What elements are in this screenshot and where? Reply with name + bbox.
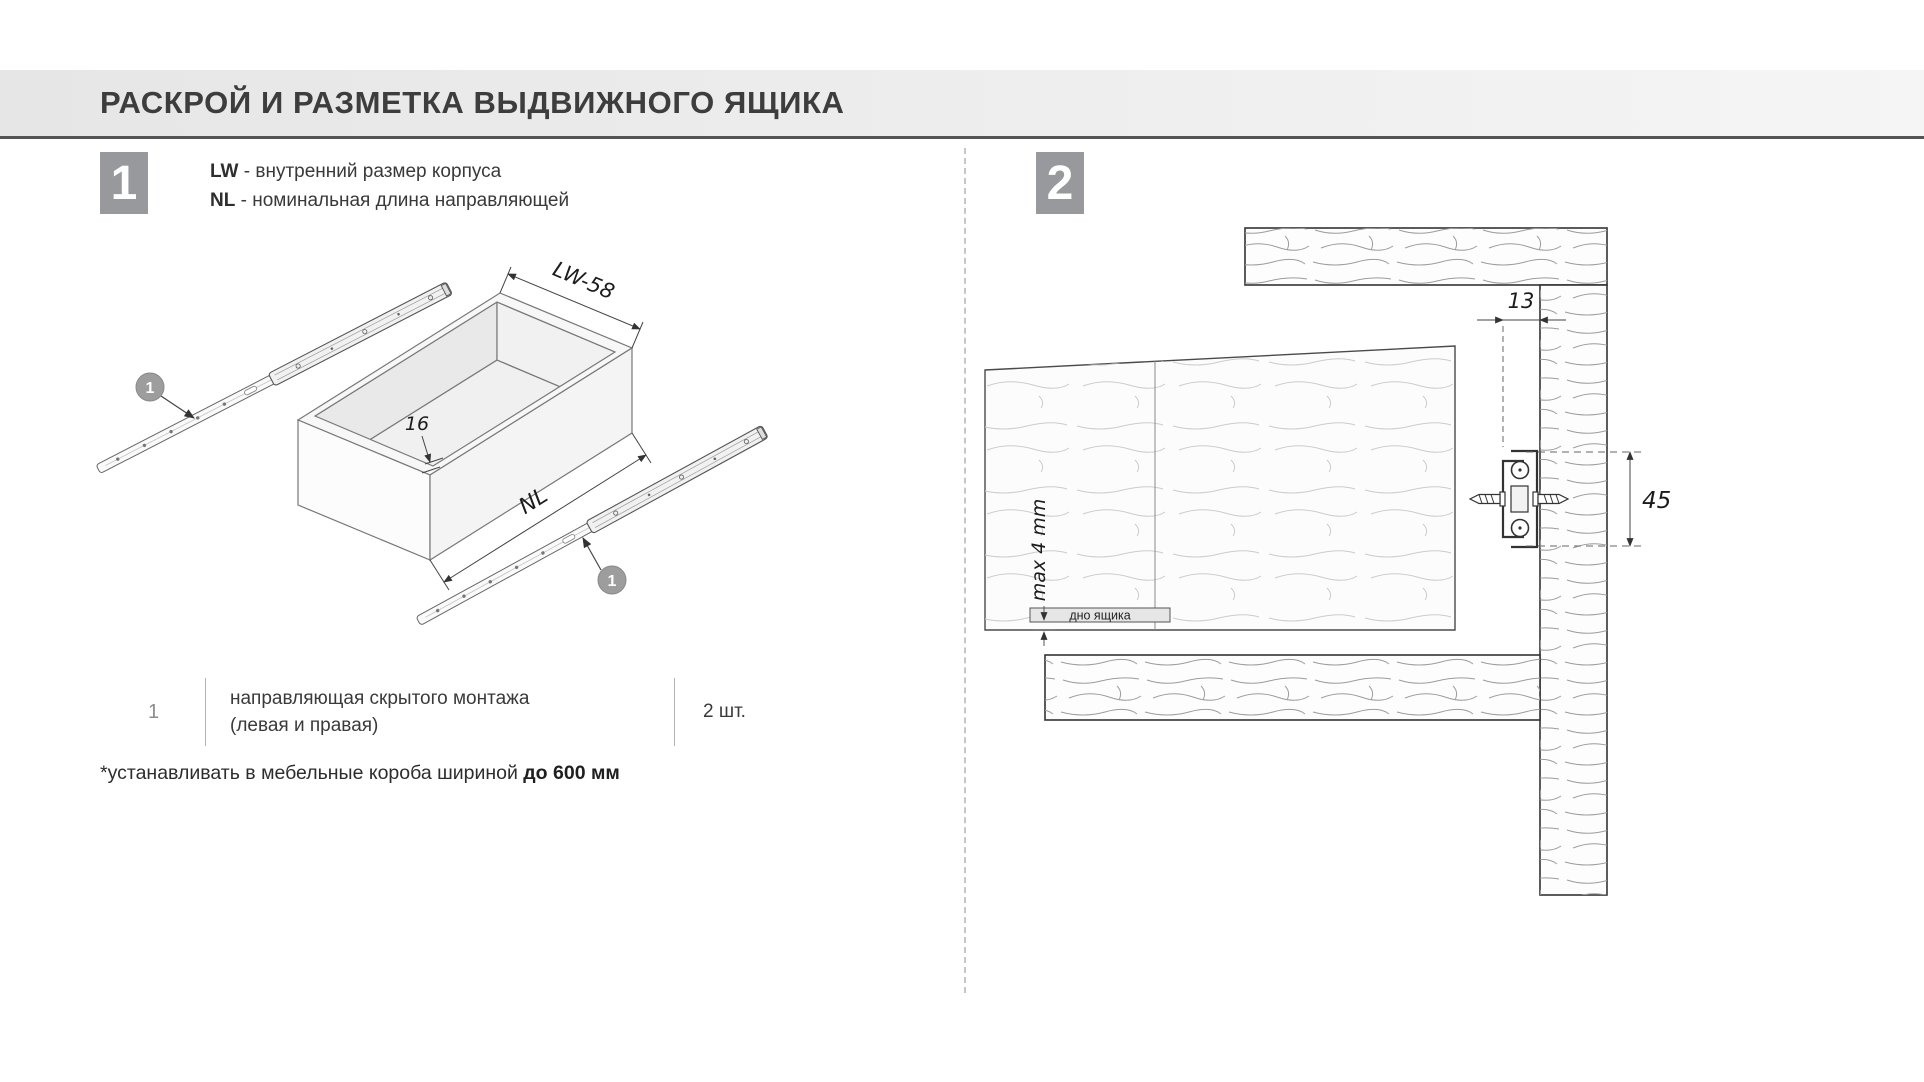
legend-line-lw: LW - внутренний размер корпуса (210, 157, 569, 186)
parts-row-name-line1: направляющая скрытого монтажа (230, 688, 530, 709)
mounting-screw-left (1469, 491, 1506, 507)
parts-row-qty: 2 шт. (703, 701, 746, 722)
dim-max-clearance (1030, 606, 1055, 646)
drawer-iso-diagram: LW-58 16 NL 1 1 (94, 257, 769, 628)
dim-label-max-clearance: max 4 mm (1028, 499, 1050, 602)
callout-marker-top: 1 (135, 372, 195, 419)
page-title: РАСКРОЙ И РАЗМЕТКА ВЫДВИЖНОГО ЯЩИКА (100, 85, 845, 120)
drawer-side-panel (984, 345, 1456, 631)
callout-marker-bottom: 1 (582, 537, 627, 595)
drawer-bottom-label: дно ящика (1069, 609, 1130, 623)
legend: LW - внутренний размер корпуса NL - номи… (210, 157, 569, 215)
parts-table: 1 направляющая скрытого монтажа (левая и… (100, 678, 774, 746)
parts-row-name-line2: (левая и правая) (230, 715, 379, 736)
footnote-bold: до 600 мм (523, 762, 620, 784)
mounting-section-diagram: дно ящика 13 45 max 4 mm (984, 227, 1671, 896)
section-1-number: 1 (100, 152, 148, 214)
footnote-text: *устанавливать в мебельные короба ширино… (100, 762, 524, 784)
cabinet-bottom-panel (1044, 654, 1541, 721)
drawer-bottom-strip: дно ящика (1029, 607, 1171, 623)
cabinet-top-panel (1244, 227, 1608, 286)
dim-45 (1526, 451, 1643, 547)
dim-13 (1477, 316, 1566, 447)
footnote: *устанавливать в мебельные короба ширино… (100, 762, 620, 785)
dim-lw (499, 266, 644, 349)
dim-label-lw: LW-58 (549, 257, 618, 304)
legend-desc-nl: - номинальная длина направляющей (240, 190, 570, 211)
cabinet-side-panel (1539, 284, 1608, 896)
dim-label-45: 45 (1642, 488, 1671, 514)
dim-nl (429, 432, 652, 591)
dim-label-16: 16 (405, 413, 429, 435)
callout-marker-bottom-label: 1 (608, 573, 617, 590)
parts-row-name: направляющая скрытого монтажа (левая и п… (205, 678, 675, 746)
slide-cross-section (1501, 449, 1539, 549)
legend-term-nl: NL (210, 190, 236, 211)
dim-front-setback (421, 435, 444, 474)
parts-row-index: 1 (148, 700, 160, 723)
legend-line-nl: NL - номинальная длина направляющей (210, 186, 569, 215)
legend-desc-lw: - внутренний размер корпуса (243, 161, 502, 182)
legend-term-lw: LW (210, 161, 239, 182)
callout-marker-top-label: 1 (146, 380, 155, 397)
section-divider (964, 148, 966, 993)
header-band: РАСКРОЙ И РАЗМЕТКА ВЫДВИЖНОГО ЯЩИКА (0, 70, 1924, 139)
dim-label-13: 13 (1508, 289, 1535, 313)
section-2-number: 2 (1036, 152, 1084, 214)
